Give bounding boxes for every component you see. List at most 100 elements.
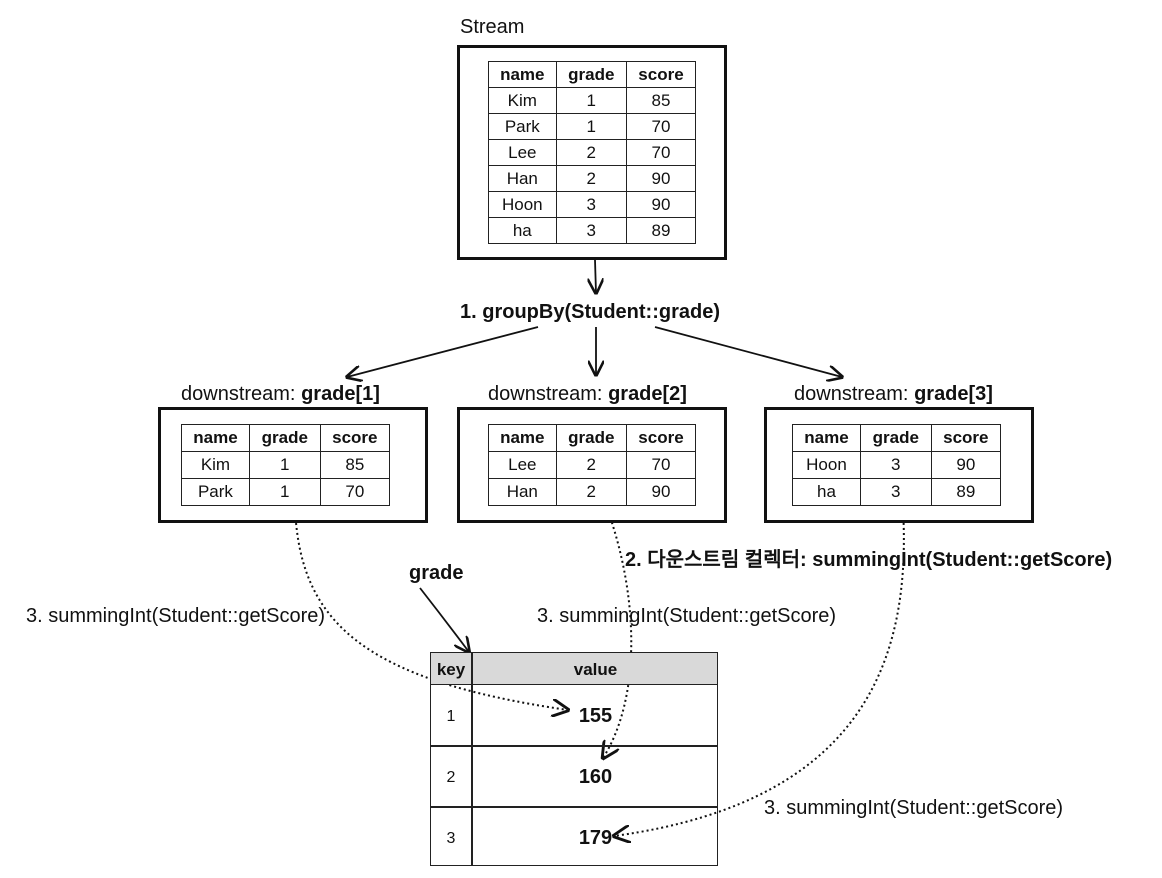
groupby-label: 1. groupBy(Student::grade) bbox=[460, 301, 720, 323]
table-cell: 1 bbox=[248, 451, 321, 479]
table-cell: Park bbox=[181, 478, 250, 506]
table-cell: 70 bbox=[625, 113, 697, 140]
column-header: score bbox=[625, 61, 697, 88]
table-cell: 70 bbox=[625, 451, 697, 479]
column-header: grade bbox=[248, 424, 321, 452]
table-cell: 70 bbox=[319, 478, 391, 506]
groupby-to-grade3-arrow bbox=[654, 326, 842, 377]
downstream-title-prefix: downstream: bbox=[794, 383, 915, 405]
summing-label-grade2: 3. summingInt(Student::getScore) bbox=[537, 605, 837, 627]
result-key: 2 bbox=[446, 769, 456, 786]
result-value: 179 bbox=[578, 827, 613, 849]
table-cell: Hoon bbox=[488, 191, 557, 218]
result-key: 3 bbox=[446, 830, 456, 847]
downstream-title-prefix: downstream: bbox=[488, 383, 609, 405]
table-cell: Kim bbox=[488, 87, 557, 114]
grade-key-arrow bbox=[419, 587, 469, 652]
table-cell: 1 bbox=[248, 478, 321, 506]
table-cell: 90 bbox=[625, 165, 697, 192]
column-header: score bbox=[625, 424, 697, 452]
row-divider bbox=[431, 806, 717, 808]
column-header: name bbox=[792, 424, 861, 452]
table-cell: 85 bbox=[625, 87, 697, 114]
table-cell: 2 bbox=[555, 478, 627, 506]
result-header bbox=[431, 653, 717, 685]
downstream-title-prefix: downstream: bbox=[181, 383, 302, 405]
stream-title: Stream bbox=[460, 16, 525, 38]
table-cell: 2 bbox=[555, 165, 627, 192]
table-cell: 3 bbox=[859, 451, 932, 479]
table-cell: 90 bbox=[930, 451, 1002, 479]
downstream-title-grade: grade[3] bbox=[914, 383, 993, 405]
downstream-title-grade1: downstream: grade[1] bbox=[181, 383, 380, 406]
downstream-title-grade: grade[2] bbox=[608, 383, 687, 405]
downstream-title-grade2: downstream: grade[2] bbox=[488, 383, 687, 406]
stream-to-groupby-arrow bbox=[595, 259, 596, 293]
table-cell: 2 bbox=[555, 139, 627, 166]
table-cell: Hoon bbox=[792, 451, 861, 479]
table-cell: 3 bbox=[859, 478, 932, 506]
column-header: grade bbox=[555, 424, 627, 452]
result-map-table: key value 1 155 2 160 3 179 bbox=[430, 652, 718, 866]
table-cell: 3 bbox=[555, 217, 627, 244]
summing-label-grade1: 3. summingInt(Student::getScore) bbox=[26, 605, 326, 627]
table-cell: Han bbox=[488, 165, 557, 192]
result-divider bbox=[471, 653, 473, 865]
table-cell: 2 bbox=[555, 451, 627, 479]
column-header: grade bbox=[555, 61, 627, 88]
key-header: key bbox=[436, 660, 466, 679]
column-header: name bbox=[488, 424, 557, 452]
table-cell: Kim bbox=[181, 451, 250, 479]
table-cell: 70 bbox=[625, 139, 697, 166]
column-header: score bbox=[930, 424, 1002, 452]
table-cell: ha bbox=[792, 478, 861, 506]
table-cell: 89 bbox=[625, 217, 697, 244]
column-header: score bbox=[319, 424, 391, 452]
table-cell: Park bbox=[488, 113, 557, 140]
row-divider bbox=[431, 745, 717, 747]
table-cell: 90 bbox=[625, 191, 697, 218]
table-cell: ha bbox=[488, 217, 557, 244]
table-cell: Lee bbox=[488, 451, 557, 479]
table-cell: 3 bbox=[555, 191, 627, 218]
column-header: name bbox=[488, 61, 557, 88]
table-cell: 90 bbox=[625, 478, 697, 506]
downstream-title-grade3: downstream: grade[3] bbox=[794, 383, 993, 406]
result-key: 1 bbox=[446, 708, 456, 725]
summing-label-grade3: 3. summingInt(Student::getScore) bbox=[764, 797, 1064, 819]
table-cell: 1 bbox=[555, 113, 627, 140]
groupby-to-grade1-arrow bbox=[347, 326, 539, 377]
table-cell: 1 bbox=[555, 87, 627, 114]
table-cell: 89 bbox=[930, 478, 1002, 506]
column-header: name bbox=[181, 424, 250, 452]
table-cell: Lee bbox=[488, 139, 557, 166]
collector-label: 2. 다운스트림 컬렉터: summingInt(Student::getSco… bbox=[625, 549, 1113, 571]
grade-key-label: grade bbox=[409, 562, 464, 584]
result-value: 160 bbox=[578, 766, 613, 788]
table-cell: Han bbox=[488, 478, 557, 506]
result-value: 155 bbox=[578, 705, 613, 727]
column-header: grade bbox=[859, 424, 932, 452]
value-header: value bbox=[573, 660, 618, 679]
downstream-title-grade: grade[1] bbox=[301, 383, 380, 405]
table-cell: 85 bbox=[319, 451, 391, 479]
